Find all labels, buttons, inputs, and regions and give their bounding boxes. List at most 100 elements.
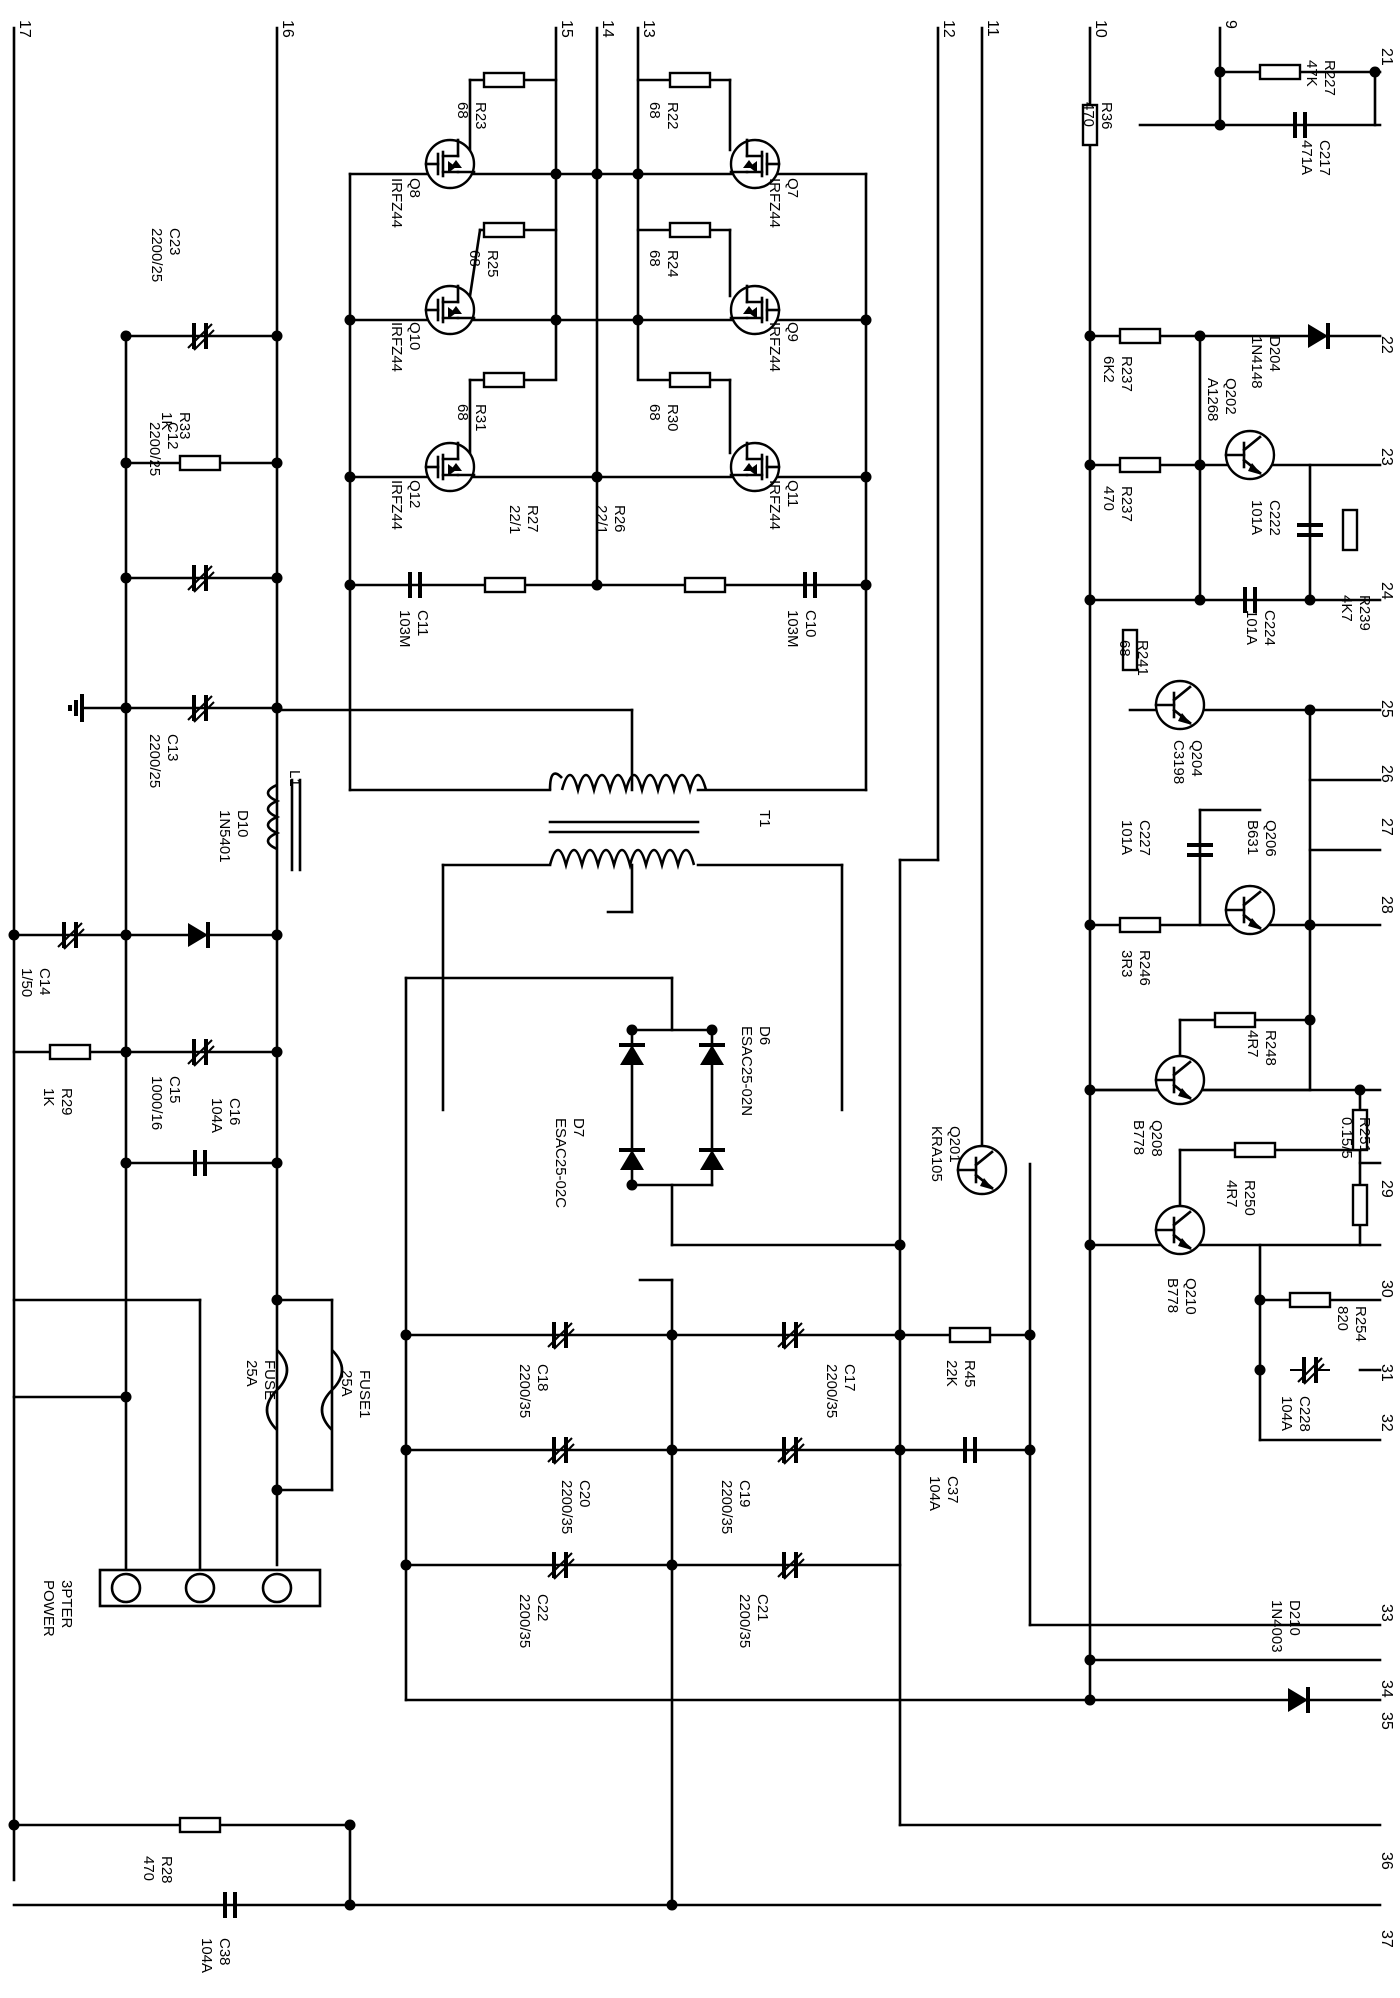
component-value-fuse1: 25A bbox=[338, 1370, 355, 1397]
net-number-label: 24 bbox=[1378, 582, 1395, 600]
net-number-label: 17 bbox=[16, 20, 33, 38]
junction-dot bbox=[271, 1157, 283, 1169]
component-ref-c18: C18 bbox=[534, 1364, 551, 1392]
junction-dot bbox=[344, 1819, 356, 1831]
component-value-r27: 22/1 bbox=[506, 505, 523, 534]
junction-dot bbox=[1194, 330, 1206, 342]
junction-dot bbox=[271, 1484, 283, 1496]
junction-dot bbox=[1084, 919, 1096, 931]
component-value-q206: B631 bbox=[1244, 820, 1261, 855]
component-ref-fuse: FUSE bbox=[261, 1360, 278, 1400]
junction-dot bbox=[344, 1899, 356, 1911]
component-value-d210: 1N4003 bbox=[1268, 1600, 1285, 1653]
junction-dot bbox=[1084, 594, 1096, 606]
component-value-c19: 2200/35 bbox=[718, 1480, 735, 1534]
component-value-fuse: 25A bbox=[243, 1360, 260, 1387]
component-value-c10: 103M bbox=[784, 610, 801, 648]
component-value-r237b: 470 bbox=[1100, 486, 1117, 511]
component-value-r26: 22/1 bbox=[593, 505, 610, 534]
component-ref-c21: C21 bbox=[754, 1594, 771, 1622]
component-ref-d204: D204 bbox=[1266, 336, 1283, 372]
net-number-label: 33 bbox=[1378, 1604, 1395, 1622]
component-ref-q202: Q202 bbox=[1222, 378, 1239, 415]
junction-dot bbox=[1254, 1364, 1266, 1376]
junction-dot bbox=[591, 579, 603, 591]
net-number-label: 32 bbox=[1378, 1414, 1395, 1432]
net-number-label: 27 bbox=[1378, 818, 1395, 836]
component-ref-q7: Q7 bbox=[784, 178, 801, 198]
net-number-label: 37 bbox=[1378, 1930, 1395, 1948]
component-value-c17: 2200/35 bbox=[823, 1364, 840, 1418]
driver-control-section bbox=[1088, 26, 1382, 1702]
component-value-r250: 4R7 bbox=[1223, 1180, 1240, 1208]
component-value-d10: 1N5401 bbox=[216, 810, 233, 863]
component-value-r25: 68 bbox=[466, 250, 483, 267]
component-value-q11: IRFZ44 bbox=[766, 480, 783, 530]
component-ref-c20: C20 bbox=[576, 1480, 593, 1508]
component-ref-r26: R26 bbox=[611, 505, 628, 533]
junction-dot bbox=[666, 1329, 678, 1341]
component-ref-c12: C12 bbox=[164, 422, 181, 450]
junction-dot bbox=[632, 314, 644, 326]
component-ref-c222: C222 bbox=[1266, 500, 1283, 536]
net-number-label: 11 bbox=[984, 20, 1001, 37]
component-ref-r23: R23 bbox=[472, 102, 489, 130]
component-ref-r248: R248 bbox=[1262, 1030, 1279, 1066]
component-ref-c224: C224 bbox=[1261, 610, 1278, 646]
junction-dot bbox=[120, 1046, 132, 1058]
junction-dot bbox=[632, 168, 644, 180]
junction-dot bbox=[894, 1444, 906, 1456]
component-ref-c10: C10 bbox=[802, 610, 819, 638]
junction-dot bbox=[1304, 1014, 1316, 1026]
component-value-c13: 2200/25 bbox=[146, 734, 163, 788]
mosfet-bridge-section bbox=[348, 26, 1382, 1907]
component-ref-q9: Q9 bbox=[784, 322, 801, 342]
component-ref-d6: D6 bbox=[756, 1026, 773, 1045]
component-value-r31: 68 bbox=[454, 404, 471, 421]
component-value-d204: 1N4148 bbox=[1248, 336, 1265, 389]
component-value-r33: 1K bbox=[158, 412, 175, 430]
junction-dot bbox=[120, 330, 132, 342]
component-value-c16: 104A bbox=[208, 1098, 225, 1133]
component-ref-r30: R30 bbox=[664, 404, 681, 432]
component-value-c22: 2200/35 bbox=[516, 1594, 533, 1648]
junction-dot bbox=[120, 1391, 132, 1403]
junction-dot bbox=[400, 1329, 412, 1341]
component-ref-r251: R251 bbox=[1356, 1117, 1373, 1153]
net-number-label: 29 bbox=[1378, 1180, 1395, 1198]
component-ref-c227: C227 bbox=[1136, 820, 1153, 856]
junction-dot bbox=[550, 168, 562, 180]
component-value-c227: 101A bbox=[1118, 820, 1135, 855]
component-ref-r250: R250 bbox=[1241, 1180, 1258, 1216]
junction-dot bbox=[344, 579, 356, 591]
component-value-c18: 2200/35 bbox=[516, 1364, 533, 1418]
junction-dot bbox=[591, 168, 603, 180]
net-number-label: 16 bbox=[279, 20, 296, 38]
junction-dot bbox=[271, 457, 283, 469]
component-value-r237a: 6K2 bbox=[1100, 356, 1117, 383]
component-ref-r237b: R237 bbox=[1118, 486, 1135, 522]
junction-dot bbox=[1304, 919, 1316, 931]
component-value-q201: KRA105 bbox=[928, 1126, 945, 1182]
component-ref-q11: Q11 bbox=[784, 480, 801, 507]
component-value-c38: 104A bbox=[198, 1938, 215, 1973]
component-ref-q206: Q206 bbox=[1262, 820, 1279, 857]
component-value-q10: IRFZ44 bbox=[388, 322, 405, 372]
junction-dot bbox=[1084, 330, 1096, 342]
component-ref-c13: C13 bbox=[164, 734, 181, 762]
component-symbols bbox=[48, 63, 1369, 1920]
net-number-label: 34 bbox=[1378, 1680, 1395, 1698]
junction-dot bbox=[626, 1179, 638, 1191]
component-ref-r25: R25 bbox=[484, 250, 501, 278]
junction-dot bbox=[894, 1329, 906, 1341]
junction-dot bbox=[271, 702, 283, 714]
component-ref-q210: Q210 bbox=[1182, 1278, 1199, 1315]
component-ref-l1: L1 bbox=[286, 770, 303, 787]
component-value-c11: 103M bbox=[396, 610, 413, 648]
junction-dot bbox=[271, 929, 283, 941]
component-value-r227: 47K bbox=[1303, 60, 1320, 87]
component-ref-c11: C11 bbox=[414, 610, 431, 636]
component-value-r36: 470 bbox=[1080, 102, 1097, 127]
net-number-label: 13 bbox=[640, 20, 657, 38]
component-value-r241: 68 bbox=[1116, 640, 1133, 657]
